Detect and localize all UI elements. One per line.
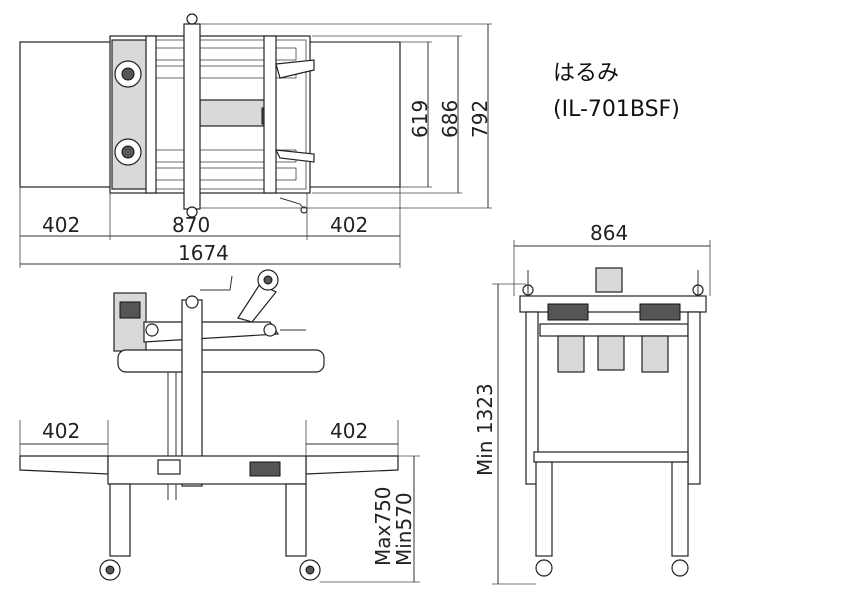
front-view: 864 Min 1323 <box>473 221 711 585</box>
top-tape-head <box>199 99 271 127</box>
side-table <box>107 455 307 485</box>
front-left-column <box>525 311 539 485</box>
side-dim-right: 402 <box>330 419 368 443</box>
top-dim-center: 870 <box>172 213 210 237</box>
side-right-leg <box>285 483 307 557</box>
front-caster-right <box>671 559 689 577</box>
top-dim-619: 619 <box>408 100 432 138</box>
front-belt-left <box>547 303 589 321</box>
top-dim-right: 402 <box>330 213 368 237</box>
front-caster-left <box>535 559 553 577</box>
top-right-conveyor <box>306 41 401 188</box>
top-left-conveyor <box>19 41 113 188</box>
side-upper-arm <box>143 321 280 343</box>
front-left-leg <box>535 461 553 557</box>
front-dim-height: Min 1323 <box>473 383 497 476</box>
model-number: (IL-701BSF) <box>553 97 680 122</box>
top-dim-total: 1674 <box>178 241 229 265</box>
front-right-column <box>687 311 701 485</box>
front-head-right <box>641 335 669 373</box>
top-dim-left: 402 <box>42 213 80 237</box>
front-head-center <box>597 335 625 371</box>
side-dim-left: 402 <box>42 419 80 443</box>
top-center-rail <box>183 23 201 210</box>
front-table <box>533 451 689 463</box>
side-left-conveyor <box>19 455 109 475</box>
front-right-leg <box>671 461 689 557</box>
top-dim-686: 686 <box>438 100 462 138</box>
top-dim-792: 792 <box>468 100 492 138</box>
side-dim-min: Min570 <box>392 492 416 566</box>
product-name: はるみ <box>553 61 619 86</box>
front-head-left <box>557 335 585 373</box>
top-view: 619 686 792 402 870 402 1674 <box>19 13 492 268</box>
front-motor <box>595 267 623 293</box>
side-dim-max: Max750 <box>371 486 395 566</box>
front-belt-right <box>639 303 681 321</box>
front-dim-width: 864 <box>590 221 628 245</box>
side-belt-unit <box>117 349 325 373</box>
title-block: はるみ (IL-701BSF) <box>553 61 680 122</box>
side-left-leg <box>109 483 131 557</box>
side-right-conveyor <box>305 455 399 475</box>
side-view: 402 402 Max750 Min570 <box>19 269 420 583</box>
